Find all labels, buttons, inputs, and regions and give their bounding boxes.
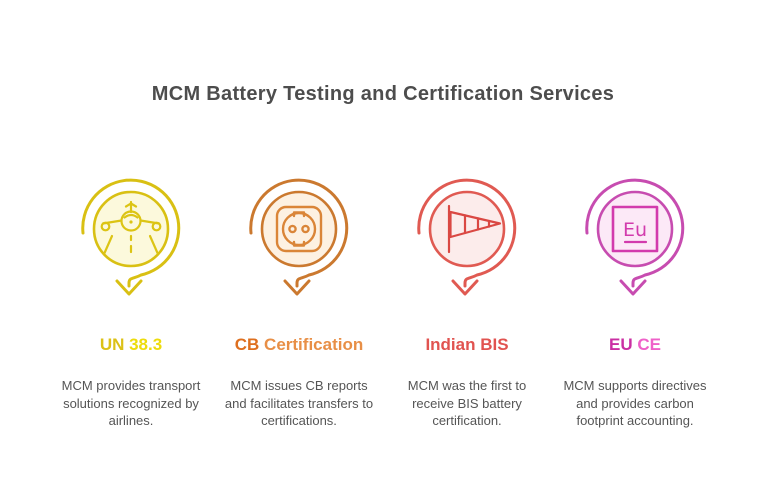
service-item-indian-bis: Indian BIS MCM was the first to receive … bbox=[383, 172, 551, 430]
ring-arrow-icon bbox=[417, 178, 517, 296]
badge-eu-ce: Eu bbox=[585, 178, 685, 296]
service-label: CB Certification bbox=[234, 335, 364, 354]
ring-arrow-icon bbox=[585, 178, 685, 296]
badge-circle bbox=[428, 190, 506, 268]
windsock-icon bbox=[447, 204, 502, 254]
badge-circle bbox=[260, 190, 338, 268]
eu-element-icon bbox=[611, 205, 659, 253]
airplane-runway-icon bbox=[100, 200, 162, 255]
service-description: MCM supports directives and provides car… bbox=[563, 378, 707, 428]
ring-arrow-icon bbox=[81, 178, 181, 296]
badge-circle bbox=[92, 190, 170, 268]
badge-un-38-3 bbox=[81, 178, 181, 296]
service-label: EU CE bbox=[609, 335, 661, 354]
badge-cb-certification bbox=[249, 178, 349, 296]
page-title: MCM Battery Testing and Certification Se… bbox=[151, 83, 615, 105]
badge-indian-bis bbox=[417, 178, 517, 296]
service-description: MCM issues CB reports and facilitates tr… bbox=[224, 378, 374, 428]
ring-arrow-icon bbox=[249, 178, 349, 296]
service-item-cb-certification: CB Certification MCM issues CB reports a… bbox=[215, 172, 383, 430]
service-description: MCM provides transport solutions recogni… bbox=[61, 378, 201, 428]
badge-circle bbox=[596, 190, 674, 268]
eu-element-symbol: Eu bbox=[623, 219, 647, 241]
service-item-un-38-3: UN 38.3 MCM provides transport solutions… bbox=[47, 172, 215, 430]
service-description: MCM was the first to receive BIS battery… bbox=[407, 378, 527, 428]
service-item-eu-ce: Eu EU CE MCM supports directives and pro… bbox=[551, 172, 719, 430]
services-row: UN 38.3 MCM provides transport solutions… bbox=[47, 172, 719, 430]
service-label: Indian BIS bbox=[425, 335, 509, 354]
power-socket-icon bbox=[275, 205, 323, 253]
service-label: UN 38.3 bbox=[99, 335, 163, 354]
